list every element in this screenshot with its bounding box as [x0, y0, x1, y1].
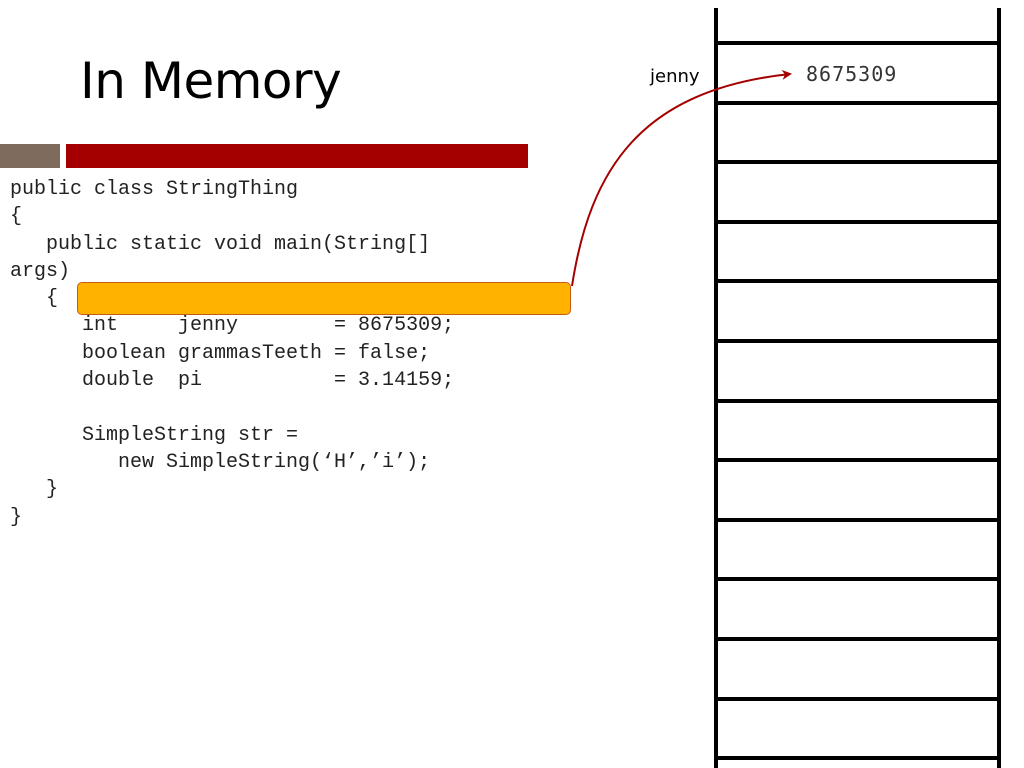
code-line: public class StringThing: [10, 178, 299, 201]
memory-rail-right: [997, 8, 1001, 768]
memory-cell-divider: [714, 279, 1001, 284]
code-line: }: [10, 505, 23, 529]
variable-label-jenny: jenny: [650, 66, 700, 87]
memory-cell-divider: [714, 398, 1001, 403]
code-line: public static void main(String[]: [10, 232, 431, 256]
memory-rail-left: [714, 8, 718, 768]
memory-column: [714, 8, 1001, 768]
title-accent-bar: [66, 144, 528, 168]
slide-title: In Memory: [80, 52, 342, 110]
code-line: SimpleString str =: [10, 423, 299, 447]
code-highlight-box: [77, 282, 571, 315]
code-line: args): [10, 259, 71, 283]
memory-cell-divider: [714, 219, 1001, 224]
code-line: {: [10, 287, 59, 311]
code-line: }: [10, 478, 59, 502]
memory-cell-divider: [714, 458, 1001, 463]
memory-cell-value: 8675309: [806, 62, 898, 86]
memory-cell-divider: [714, 41, 1001, 45]
arrow-curve: [571, 69, 792, 287]
memory-cell-divider: [714, 696, 1001, 701]
code-line: int jenny = 8675309;: [10, 314, 455, 338]
code-line: double pi = 3.14159;: [10, 369, 455, 393]
memory-cell-divider: [714, 517, 1001, 522]
memory-cell-divider: [714, 637, 1001, 641]
code-line: new SimpleString(‘H’,’i’);: [10, 450, 431, 474]
code-line: boolean grammasTeeth = false;: [10, 341, 431, 365]
code-line: {: [10, 205, 23, 229]
memory-cell-divider: [714, 160, 1001, 165]
memory-cell-divider: [714, 100, 1001, 105]
memory-cell-divider: [714, 339, 1001, 343]
code-block: public class StringThing { public static …: [10, 176, 454, 531]
memory-cell-divider: [714, 756, 1001, 761]
title-accent-bar-small: [0, 144, 60, 168]
memory-cell-divider: [714, 577, 1001, 582]
